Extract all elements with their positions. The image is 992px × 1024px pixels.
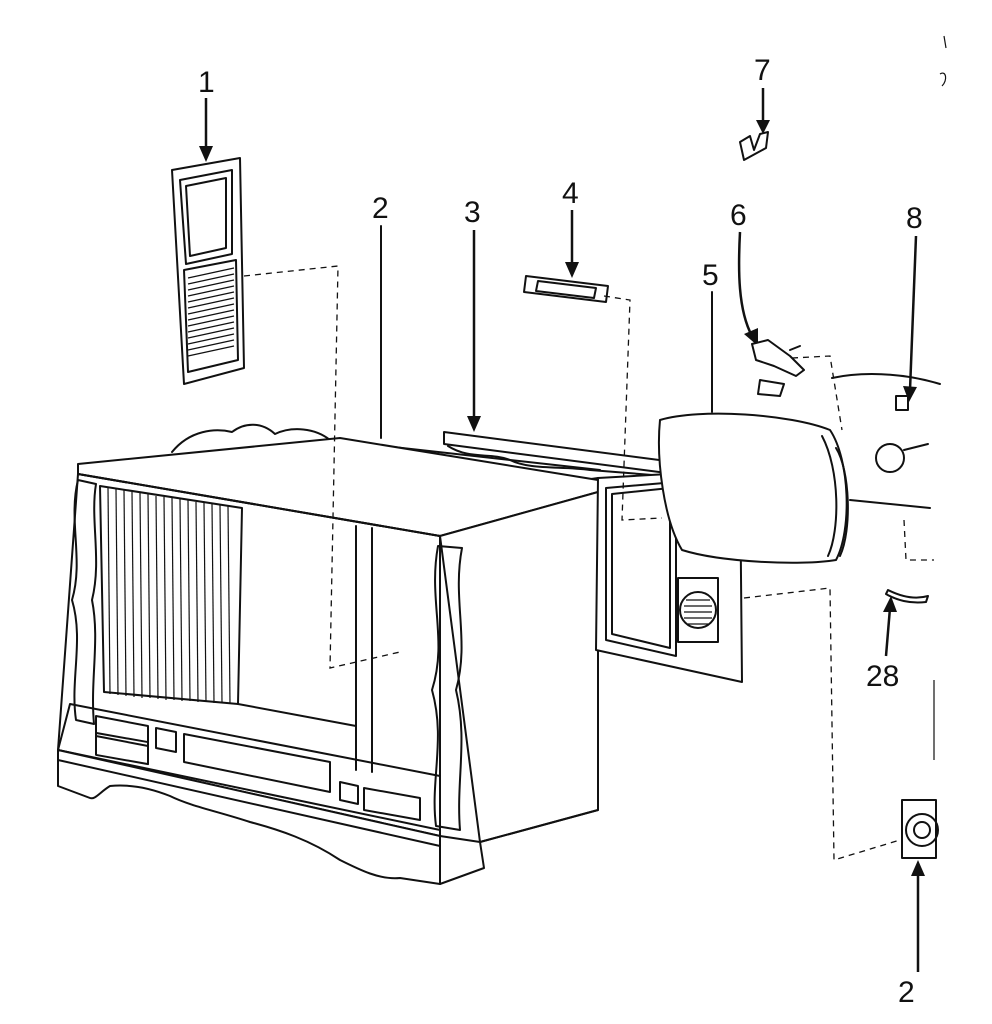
speaker bbox=[901, 799, 939, 859]
callout-label-4: 4 bbox=[562, 177, 579, 210]
callout-label-28: 28 bbox=[866, 660, 899, 693]
edge-marks bbox=[933, 35, 947, 760]
clip bbox=[739, 131, 769, 161]
callout-1: 1 bbox=[198, 66, 215, 162]
callout-label-3: 3 bbox=[464, 196, 481, 229]
callout-label-7: 7 bbox=[754, 54, 771, 87]
callout-6: 6 bbox=[730, 199, 758, 346]
callout-3: 3 bbox=[464, 196, 481, 432]
callout-8: 8 bbox=[903, 202, 923, 402]
yoke-bracket bbox=[751, 339, 805, 397]
callout-label-2b: 2 bbox=[898, 976, 915, 1009]
callout-5: 5 bbox=[702, 259, 719, 413]
dashed-leader-lines bbox=[243, 265, 934, 861]
strap bbox=[885, 589, 929, 604]
callout-7: 7 bbox=[754, 54, 771, 134]
callout-2-cabinet: 2 bbox=[372, 192, 389, 439]
callout-label-8: 8 bbox=[906, 202, 923, 235]
window-panel bbox=[523, 275, 609, 303]
cabinet bbox=[57, 423, 601, 885]
callout-4: 4 bbox=[562, 177, 579, 278]
picture-tube bbox=[657, 412, 931, 564]
callout-label-1: 1 bbox=[198, 66, 215, 99]
callout-2-speaker: 2 bbox=[898, 860, 925, 1009]
callout-label-5: 5 bbox=[702, 259, 719, 292]
callout-label-2: 2 bbox=[372, 192, 389, 225]
socket bbox=[831, 373, 941, 473]
callout-28: 28 bbox=[866, 596, 899, 693]
grille-front-panel bbox=[171, 157, 245, 385]
callout-label-6: 6 bbox=[730, 199, 747, 232]
